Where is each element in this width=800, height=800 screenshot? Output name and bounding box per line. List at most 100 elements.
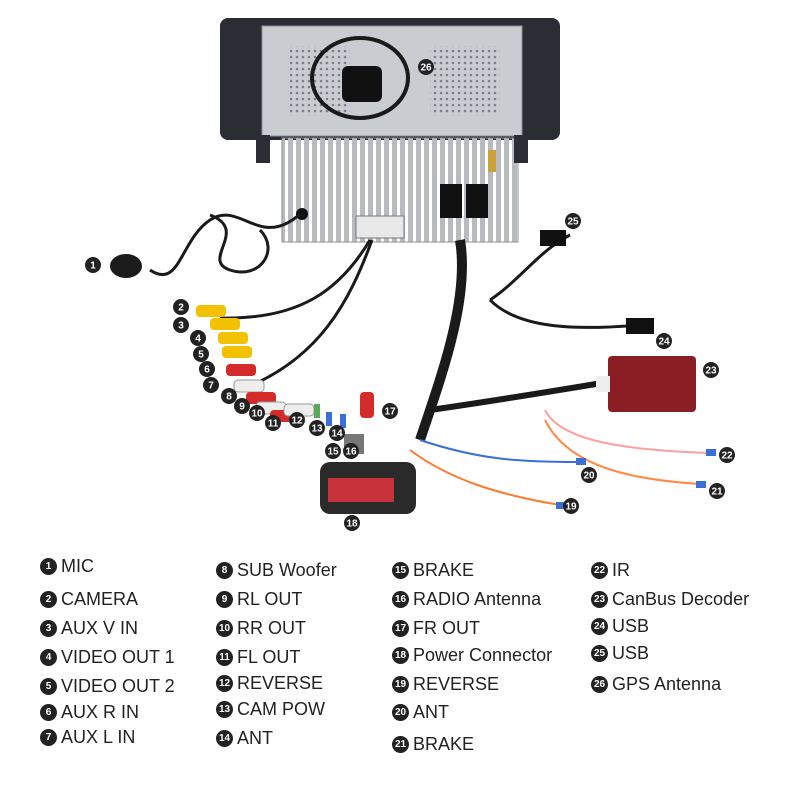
svg-text:24: 24 (658, 337, 670, 348)
rca-plug-aux-v-in (210, 318, 240, 330)
callout-22: 22 (719, 447, 735, 463)
callout-15: 15 (325, 443, 341, 459)
cam-pow-wire-tip (326, 412, 332, 426)
legend-label: SUB Woofer (237, 560, 337, 580)
svg-text:10: 10 (251, 409, 263, 420)
legend-number: 9 (216, 591, 233, 608)
legend-label: AUX L IN (61, 727, 136, 747)
svg-text:25: 25 (567, 217, 579, 228)
rca-plug-camera (196, 305, 226, 317)
vent-pattern (290, 46, 500, 116)
svg-text:22: 22 (721, 451, 733, 462)
legend-label: USB (612, 643, 650, 663)
watermark: Seicane.com (330, 364, 403, 379)
gps-antenna-puck (342, 66, 382, 102)
legend-label: REVERSE (413, 674, 500, 694)
svg-text:7: 7 (208, 381, 214, 392)
head-unit (220, 18, 560, 243)
legend-number: 2 (40, 591, 57, 608)
power-connector-plug (328, 478, 394, 502)
svg-text:15: 15 (327, 447, 339, 458)
svg-text:14: 14 (331, 429, 343, 440)
svg-text:11: 11 (268, 419, 279, 430)
reverse-wire-tip (314, 404, 320, 418)
legend-number: 14 (216, 730, 233, 747)
callout-20: 20 (581, 467, 597, 483)
ir-wire-tip (706, 449, 716, 456)
legend-label: VIDEO OUT 1 (61, 647, 175, 667)
iso-socket-right (466, 184, 488, 218)
callout-4: 4 (190, 330, 206, 346)
legend-number: 22 (591, 562, 608, 579)
svg-text:12: 12 (291, 416, 303, 427)
legend-label: RADIO Antenna (413, 589, 542, 609)
legend-label: REVERSE (237, 673, 324, 693)
legend-label: VIDEO OUT 2 (61, 676, 175, 696)
canbus-decoder-box (608, 356, 696, 412)
legend-number: 7 (40, 729, 57, 746)
legend-label: AUX R IN (61, 702, 140, 722)
callout-2: 2 (173, 299, 189, 315)
legend-label: RL OUT (237, 589, 303, 609)
legend-number: 5 (40, 678, 57, 695)
rca-bundle (219, 239, 372, 320)
usb-cable-24 (488, 298, 641, 329)
svg-text:2: 2 (178, 303, 184, 314)
svg-text:17: 17 (384, 407, 396, 418)
rca-plug-sub-woofer (246, 392, 276, 404)
svg-text:4: 4 (195, 334, 201, 345)
svg-text:5: 5 (198, 350, 204, 361)
callout-3: 3 (173, 317, 189, 333)
rca-plug-aux-l-in (233, 379, 265, 393)
svg-text:13: 13 (311, 424, 323, 435)
callout-25: 25 (565, 213, 581, 229)
svg-text:8: 8 (226, 392, 232, 403)
callout-26: 26 (418, 59, 434, 75)
wire-tips (314, 404, 346, 428)
legend-number: 17 (392, 620, 409, 637)
svg-text:9: 9 (239, 402, 245, 413)
svg-text:19: 19 (565, 502, 577, 513)
rca-plug-video-out-1 (218, 332, 248, 344)
legend-label: MIC (61, 556, 94, 576)
legend-number: 23 (591, 591, 608, 608)
callout-8: 8 (221, 388, 237, 404)
ant-wire-tip (340, 414, 346, 428)
svg-text:20: 20 (583, 471, 595, 482)
rca-plug-aux-r-in (226, 364, 256, 376)
svg-text:3: 3 (178, 321, 184, 332)
iso-socket-left (440, 184, 462, 218)
wire-pink-ir (544, 409, 711, 454)
legend-label: BRAKE (413, 734, 475, 754)
svg-text:16: 16 (345, 447, 357, 458)
legend-number: 3 (40, 620, 57, 637)
legend-number: 10 (216, 620, 233, 637)
legend-label: CAMERA (61, 589, 139, 609)
usb-plug-24 (626, 318, 654, 334)
legend-label: ANT (237, 728, 273, 748)
callout-6: 6 (199, 361, 215, 377)
callout-1: 1 (85, 257, 101, 273)
gps-cable-loop (310, 36, 410, 120)
mic-cable-coil (209, 213, 270, 274)
callout-16: 16 (343, 443, 359, 459)
legend-label: IR (612, 560, 630, 580)
callout-12: 12 (289, 412, 305, 428)
callout-17: 17 (382, 403, 398, 419)
wire-blue-ant (419, 439, 581, 463)
